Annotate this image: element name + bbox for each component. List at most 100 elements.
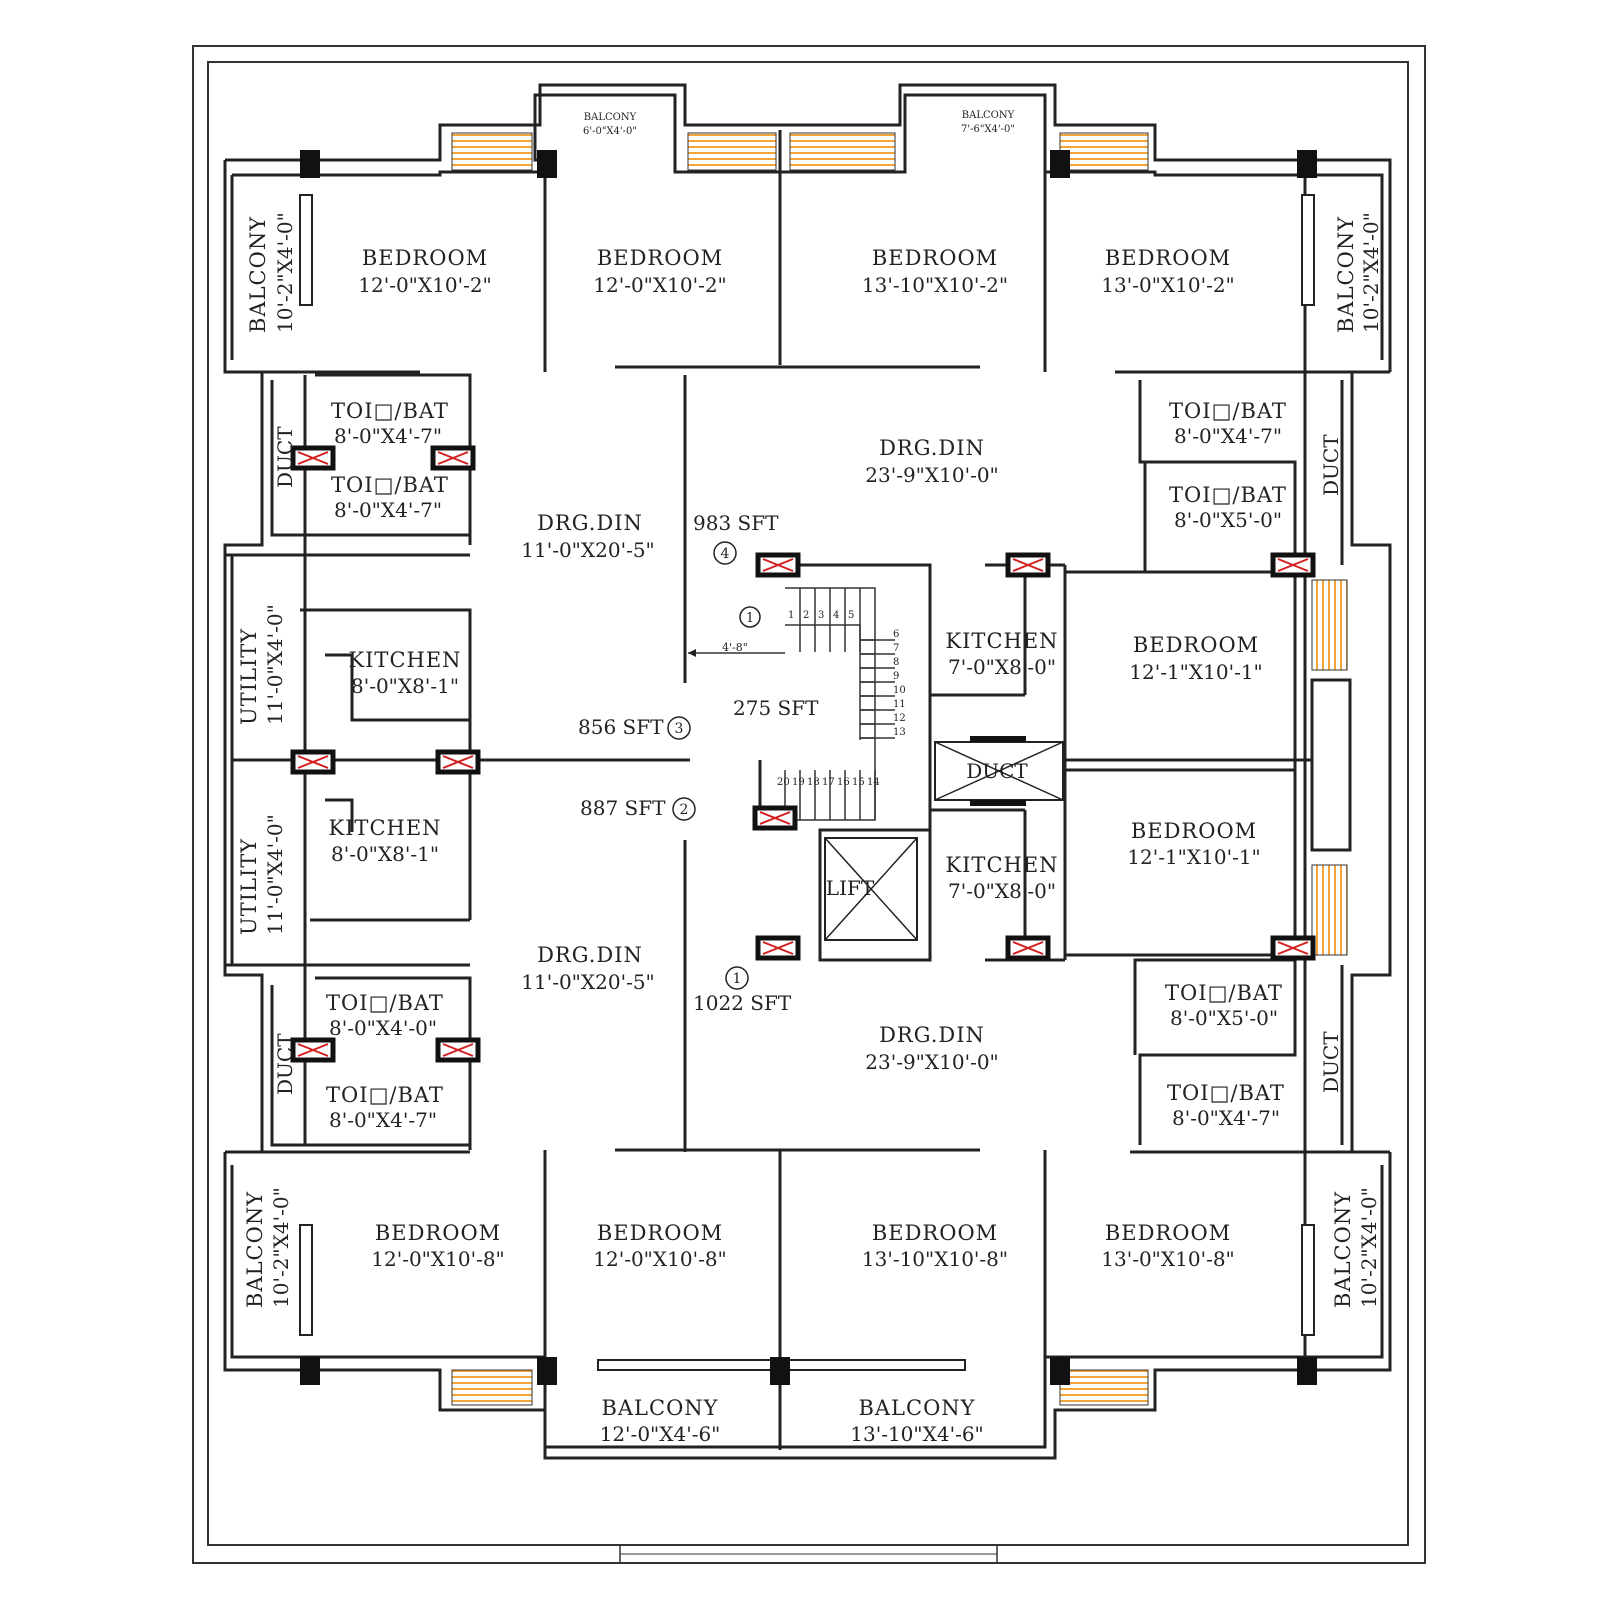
duct-label: DUCT — [1319, 434, 1343, 496]
room-name: UTILITY — [237, 838, 261, 935]
room-dim: 12'-0"X10'-8" — [371, 1247, 505, 1271]
room-name: BEDROOM — [1133, 633, 1259, 657]
room-name: BALCONY — [858, 1396, 975, 1420]
room-dim: 12'-0"X4'-6" — [600, 1422, 721, 1446]
door-marks — [290, 445, 1316, 1063]
door-mark — [755, 935, 801, 961]
unit-marker — [725, 966, 749, 990]
unit-number: 4 — [721, 546, 730, 562]
room-dim: 12'-1"X10'-1" — [1127, 845, 1261, 869]
room-name: BALCONY — [962, 110, 1015, 121]
room-dim: 7'-0"X8'-0" — [948, 655, 1056, 679]
windows — [299, 132, 1348, 1406]
lift-label: LIFT — [826, 876, 875, 900]
room-name: BEDROOM — [1131, 819, 1257, 843]
room-dim: 7'-0"X8'-0" — [948, 879, 1056, 903]
stair-step-number: 16 — [837, 777, 850, 788]
plot-boundary-inner — [207, 61, 1409, 1546]
room-name: BALCONY — [601, 1396, 718, 1420]
room-dim: 10'-2"X4'-0" — [269, 1187, 293, 1308]
area-label: 887 SFT — [580, 796, 666, 820]
duct-label: DUCT — [273, 1033, 297, 1095]
room-dim: 11'-0"X4'-0" — [263, 814, 287, 935]
duct-label: DUCT — [273, 426, 297, 488]
room-name: TOI□/BAT — [326, 991, 444, 1015]
door-mark — [752, 805, 798, 831]
area-label: 275 SFT — [733, 696, 819, 720]
room-name: KITCHEN — [945, 629, 1058, 653]
room-name: BEDROOM — [1105, 1221, 1231, 1245]
stair-step-number: 4 — [833, 610, 839, 621]
stair-step-number: 14 — [867, 777, 880, 788]
room-dim: 13'-10"X4'-6" — [850, 1422, 984, 1446]
room-name: KITCHEN — [348, 648, 461, 672]
room-name: BEDROOM — [375, 1221, 501, 1245]
area-label: 856 SFT — [578, 715, 664, 739]
room-dim: 11'-0"X4'-0" — [263, 604, 287, 725]
stair-step-number: 12 — [893, 713, 906, 724]
room-dim: 12'-0"X10'-2" — [593, 273, 727, 297]
door-mark — [755, 552, 801, 578]
stair-step-number: 8 — [893, 657, 899, 668]
room-name: UTILITY — [237, 628, 261, 725]
area-labels: 983 SFT 4 856 SFT 3 887 SFT 2 1022 SFT 1… — [578, 511, 819, 1015]
room-name: DRG.DIN — [879, 1023, 985, 1047]
room-dim: 8'-0"X4'-7" — [329, 1108, 437, 1132]
door-mark — [1270, 935, 1316, 961]
room-name: TOI□/BAT — [326, 1083, 444, 1107]
columns — [300, 150, 1317, 1385]
room-name: BALCONY — [1334, 216, 1358, 333]
room-dim: 10'-2"X4'-0" — [1359, 212, 1383, 333]
room-dim: 8'-0"X8'-1" — [331, 842, 439, 866]
unit-number: 1 — [733, 971, 742, 987]
walls — [223, 83, 1392, 1460]
room-dim: 8'-0"X4'-7" — [1172, 1106, 1280, 1130]
room-dim: 8'-0"X4'-7" — [1174, 424, 1282, 448]
duct-labels: DUCT DUCT DUCT DUCT DUCT LIFT — [273, 426, 1343, 1095]
room-name: BEDROOM — [872, 1221, 998, 1245]
lift-shaft — [824, 837, 918, 941]
room-dim: 6'-0"X4'-0" — [583, 126, 637, 137]
room-dim: 13'-10"X10'-2" — [862, 273, 1008, 297]
room-dim: 8'-0"X4'-7" — [334, 424, 442, 448]
duct-label: DUCT — [966, 759, 1028, 783]
room-dim: 11'-0"X20'-5" — [521, 538, 655, 562]
room-dim: 13'-0"X10'-8" — [1101, 1247, 1235, 1271]
room-name: BALCONY — [1331, 1191, 1355, 1308]
unit-marker — [713, 541, 737, 565]
stair-step-number: 17 — [822, 777, 835, 788]
room-name: TOI□/BAT — [1165, 981, 1283, 1005]
door-mark — [1005, 552, 1051, 578]
stair-step-number: 18 — [807, 777, 820, 788]
room-dim: 8'-0"X4'-7" — [334, 498, 442, 522]
unit-number: 2 — [680, 802, 689, 818]
door-mark — [435, 749, 481, 775]
room-name: TOI□/BAT — [1169, 399, 1287, 423]
room-name: BEDROOM — [872, 246, 998, 270]
room-name: KITCHEN — [328, 816, 441, 840]
core-duct — [934, 736, 1064, 806]
stair-step-number: 15 — [852, 777, 865, 788]
stair-step-number: 13 — [893, 727, 906, 738]
door-mark — [430, 445, 476, 471]
room-dim: 7'-6"X4'-0" — [961, 124, 1015, 135]
stair-step-number: 2 — [803, 610, 809, 621]
room-dim: 23'-9"X10'-0" — [865, 1050, 999, 1074]
room-name: TOI□/BAT — [1169, 483, 1287, 507]
room-dim: 8'-0"X5'-0" — [1170, 1006, 1278, 1030]
door-mark — [290, 445, 336, 471]
door-mark — [435, 1037, 481, 1063]
room-name: TOI□/BAT — [331, 399, 449, 423]
room-name: DRG.DIN — [537, 511, 643, 535]
room-dim: 8'-0"X4'-0" — [329, 1016, 437, 1040]
unit-marker — [667, 716, 691, 740]
room-dim: 12'-1"X10'-1" — [1129, 660, 1263, 684]
room-name: TOI□/BAT — [1167, 1081, 1285, 1105]
room-name: BEDROOM — [362, 246, 488, 270]
room-dim: 10'-2"X4'-0" — [273, 212, 297, 333]
room-name: BALCONY — [243, 1191, 267, 1308]
room-dim: 10'-2"X4'-0" — [1357, 1187, 1381, 1308]
room-dim: 8'-0"X5'-0" — [1174, 508, 1282, 532]
